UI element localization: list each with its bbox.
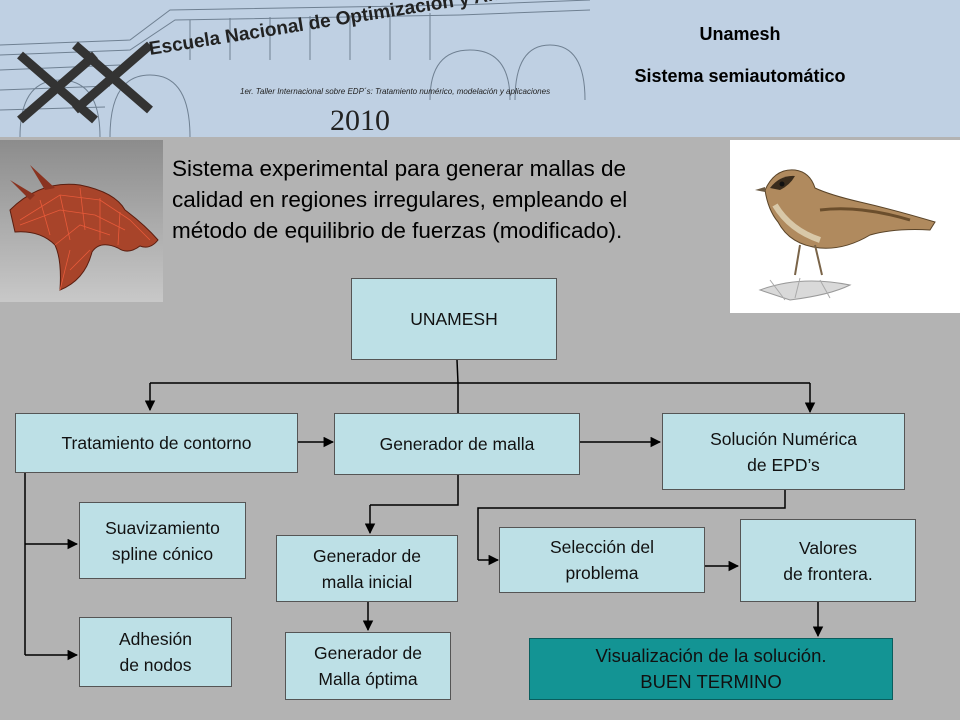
- intro-text: Sistema experimental para generar mallas…: [172, 153, 732, 246]
- node-seleccion-problema-label: Selección del problema: [549, 537, 655, 583]
- node-solucion-numerica: Solución Numérica de EPD’s: [662, 413, 905, 490]
- node-malla-optima: Generador de Malla óptima: [285, 632, 451, 700]
- node-malla-optima-label: Generador de Malla óptima: [314, 643, 422, 689]
- node-malla-inicial: Generador de malla inicial: [276, 535, 458, 602]
- header-banner: Escuela Nacional de Optimización y Análi…: [0, 0, 960, 137]
- connector-malla-down: [370, 475, 459, 506]
- node-generador-malla-label: Generador de malla: [379, 434, 535, 454]
- intro-line-3: método de equilibrio de fuerzas (modific…: [172, 218, 623, 243]
- node-unamesh-label: UNAMESH: [410, 309, 498, 329]
- node-adhesion-nodos-label: Adhesión de nodos: [119, 629, 192, 675]
- node-solucion-numerica-label: Solución Numérica de EPD’s: [710, 428, 857, 475]
- node-visualizacion-solucion-label: Visualización de la solución. BUEN TERMI…: [595, 645, 827, 692]
- node-adhesion-nodos: Adhesión de nodos: [79, 617, 232, 687]
- node-valores-frontera-label: Valores de frontera.: [783, 537, 873, 584]
- node-generador-malla: Generador de malla: [334, 413, 580, 475]
- intro-line-1: Sistema experimental para generar mallas…: [172, 156, 626, 181]
- page-subtitle: Sistema semiautomático: [634, 66, 846, 86]
- node-suavizamiento-label: Suavizamiento spline cónico: [105, 517, 220, 564]
- node-unamesh: UNAMESH: [351, 278, 557, 360]
- conference-logo: Escuela Nacional de Optimización y Análi…: [0, 0, 590, 137]
- node-seleccion-problema: Selección del problema: [499, 527, 705, 593]
- intro-line-2: calidad en regiones irregulares, emplean…: [172, 187, 628, 212]
- node-visualizacion-solucion: Visualización de la solución. BUEN TERMI…: [529, 638, 893, 700]
- node-valores-frontera: Valores de frontera.: [740, 519, 916, 602]
- logo-subtitle: 1er. Taller Internacional sobre EDP´s: T…: [240, 87, 550, 96]
- logo-year: 2010: [330, 104, 390, 137]
- node-suavizamiento: Suavizamiento spline cónico: [79, 502, 246, 579]
- mesh-horse-image: [0, 140, 163, 302]
- node-malla-inicial-label: Generador de malla inicial: [313, 545, 421, 592]
- bird-image: [730, 140, 960, 313]
- node-tratamiento-contorno: Tratamiento de contorno: [15, 413, 298, 473]
- node-tratamiento-contorno-label: Tratamiento de contorno: [61, 433, 252, 453]
- page-title: Unamesh: [699, 24, 781, 44]
- connector-root-down: [456, 359, 459, 384]
